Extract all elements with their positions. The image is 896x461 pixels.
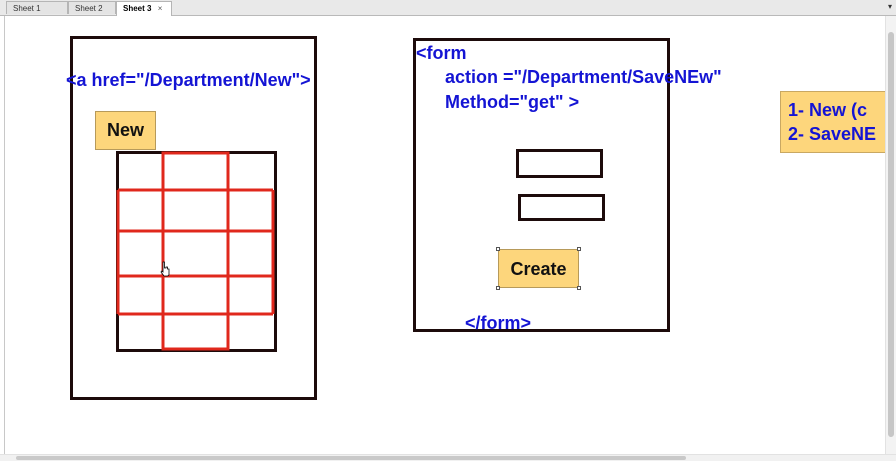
note-line-1: 1- New (c [788,100,868,120]
canvas-left-border [4,16,5,456]
vertical-scrollbar[interactable] [885,16,896,456]
tab-label: Sheet 3 [123,4,152,13]
form-input-1[interactable] [516,149,603,178]
create-button[interactable]: Create [498,249,579,288]
tab-label: Sheet 1 [13,4,41,13]
selection-handle[interactable] [577,286,581,290]
form-open-tag: <form [416,43,467,63]
sheet-tab-bar: Sheet 1 Sheet 2 Sheet 3 × ▾ [0,0,896,16]
tab-label: Sheet 2 [75,4,103,13]
selection-handle[interactable] [577,247,581,251]
form-page-frame [413,38,670,332]
form-method-attr: Method="get" > [445,92,580,112]
form-close-tag: </form> [465,313,532,333]
left-page-frame [70,36,317,400]
note-line-2: 2- SaveNE [788,124,877,144]
table-outline [116,151,277,352]
grid-table-sketch [116,151,277,352]
close-icon[interactable]: × [157,4,163,13]
tab-sheet-2[interactable]: Sheet 2 [68,1,116,14]
hand-cursor-icon [160,261,170,277]
steps-note: 1- New (c 2- SaveNE [780,91,886,153]
form-input-2[interactable] [518,194,605,221]
tab-sheet-1[interactable]: Sheet 1 [6,1,68,14]
selection-handle[interactable] [496,286,500,290]
horizontal-scroll-thumb[interactable] [16,456,686,460]
horizontal-scrollbar[interactable] [0,454,896,461]
new-button[interactable]: New [95,111,156,150]
anchor-code-text: <a href="/Department/New"> [66,70,311,90]
vertical-scroll-thumb[interactable] [888,32,894,437]
tab-menu-dropdown-icon[interactable]: ▾ [887,2,892,11]
tab-sheet-3[interactable]: Sheet 3 × [116,1,172,16]
form-action-attr: action ="/Department/SaveNEw" [445,67,722,87]
selection-handle[interactable] [496,247,500,251]
table-grid-lines [116,151,275,351]
